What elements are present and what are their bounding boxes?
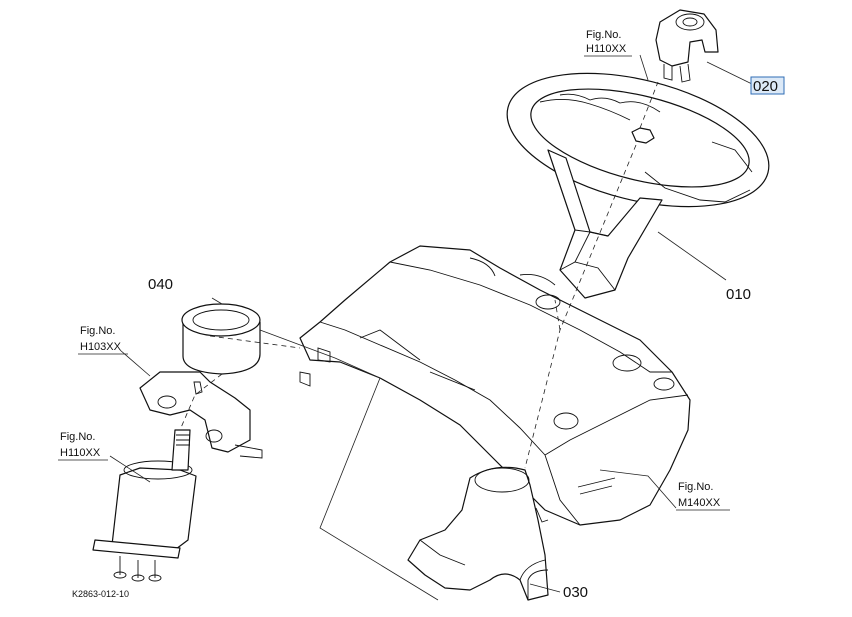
dashboard-panel [299,245,691,526]
part-020-highlight [750,76,785,95]
fig-ref-panel-label: Fig.No. [678,481,713,493]
figure-references: Fig.No. H110XX Fig.No. H103XX Fig.No. H1… [58,29,730,511]
collar-ring [181,303,261,375]
part-label-020[interactable]: 020 [753,78,778,95]
fig-ref-panel-code[interactable]: M140XX [678,497,721,509]
drawing-code: K2863-012-10 [72,589,129,599]
horn-cap [655,9,719,83]
fig-ref-bracket-code[interactable]: H103XX [80,341,122,353]
fig-ref-steering-label: Fig.No. [586,29,621,41]
fig-ref-column-code[interactable]: H110XX [60,447,101,459]
fig-ref-bracket-label: Fig.No. [80,325,115,337]
mounting-bracket [139,371,263,459]
leader-lines [109,54,753,601]
part-label-040[interactable]: 040 [148,276,173,293]
steering-column-unit [92,429,197,582]
fig-ref-column-label: Fig.No. [60,431,95,443]
part-label-010[interactable]: 010 [726,286,751,303]
column-cover [407,466,549,601]
part-numbers: 020 010 030 040 [148,76,785,601]
fig-ref-steering-code[interactable]: H110XX [586,43,627,55]
steering-wheel [506,72,770,299]
part-label-030[interactable]: 030 [563,584,588,601]
